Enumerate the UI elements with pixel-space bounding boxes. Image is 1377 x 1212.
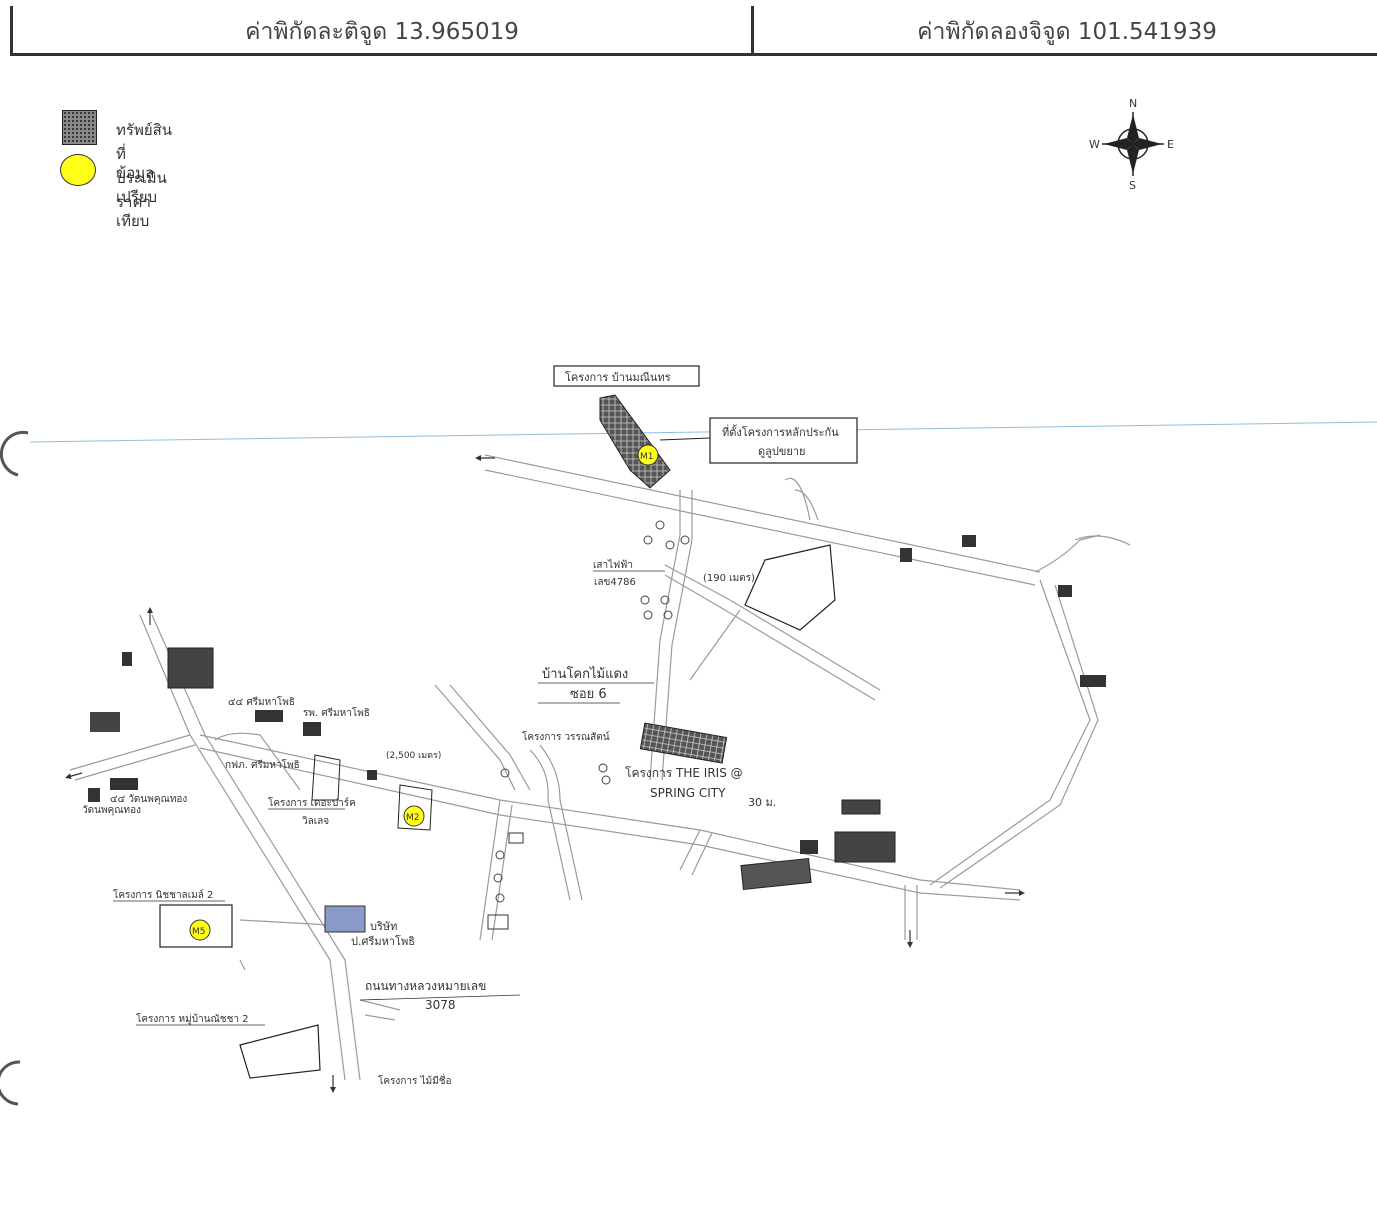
coordinates-header: ค่าพิกัดละติจูด 13.965019 ค่าพิกัดลองจิจ… (10, 6, 1377, 56)
distance-2: (2,500 เมตร) (386, 751, 441, 761)
soi-label-1: บ้านโคกไม้แดง (542, 666, 628, 682)
pole-label-2: เลข4786 (594, 577, 636, 588)
property-swatch-icon (62, 110, 97, 145)
collateral-line-1: ที่ตั้งโครงการหลักประกัน (722, 424, 839, 439)
parcel-park-outline (311, 754, 341, 801)
parcel-bottom-outline (239, 1024, 321, 1079)
compass-n: N (1129, 97, 1137, 110)
police-label: กฟภ. ศรีมหาโพธิ (225, 758, 300, 771)
binder-hole-top (0, 430, 29, 477)
project-m1-title: โครงการ บ้านมณีนทร (565, 370, 671, 384)
iris-label-2: SPRING CITY (650, 786, 726, 800)
company-label-2: ป.ศรีมหาโพธิ (351, 934, 415, 948)
dark-block-4 (167, 647, 214, 689)
soi-label-2: ซอย 6 (570, 687, 607, 702)
header-divider (751, 6, 754, 56)
compass-rose-icon: N S W E (1089, 97, 1174, 192)
dark-block-5 (90, 712, 120, 732)
distance-1: (190 เมตร) (703, 573, 755, 584)
project-m1-box (553, 365, 700, 387)
compass-w: W (1089, 138, 1100, 151)
project-park-2: วิลเลจ (302, 816, 330, 827)
parcel-m5-outline (159, 904, 233, 948)
landmark-dots (493, 520, 690, 903)
marker-m5: M5 (189, 919, 211, 941)
pole-label-1: เสาไฟฟ้า (593, 559, 633, 571)
legend-comparison-label: ข้อมูลเปรียบเทียบ (116, 164, 158, 230)
subject-property-icon (599, 394, 671, 489)
marker-m2: M2 (403, 805, 425, 827)
svg-text:M5: M5 (192, 927, 206, 937)
project-bottom-label: โครงการ หมู่บ้านณัชชา 2 (136, 1012, 249, 1025)
iris-project-block (639, 722, 728, 764)
svg-text:M2: M2 (406, 813, 420, 823)
highway-label-2: 3078 (425, 998, 456, 1012)
comparison-swatch-icon (60, 154, 96, 186)
collateral-box (709, 417, 858, 464)
dark-block-3 (740, 857, 812, 891)
wat-label-2: วัดนพคุณทอง (82, 805, 141, 816)
project-m5-label: โครงการ นิชชาลเมล์ 2 (113, 888, 213, 901)
kilometer-mark: 30 ม. (748, 796, 776, 809)
latitude-label: ค่าพิกัดละติจูด 13.965019 (245, 19, 519, 45)
parcel-m1-outline (744, 544, 836, 631)
building-icons (88, 535, 1106, 933)
legend-property-label: ทรัพย์สินที่ประเมินราคา (116, 121, 173, 211)
iris-label-1: โครงการ THE IRIS @ (625, 766, 743, 780)
compass-s: S (1129, 179, 1136, 192)
marker-m1: M1 (637, 444, 659, 466)
compass-e: E (1167, 138, 1174, 151)
collateral-line-2: ดูลูปขยาย (758, 445, 805, 458)
sasmahapho-1: ๔๔ ศรีมหาโพธิ (228, 695, 295, 708)
roads (69, 454, 1131, 1081)
project-park-1: โครงการ เดอะปาร์ค (268, 796, 356, 809)
direction-arrows (65, 455, 1025, 1093)
project-mimi-label: โครงการ ไม้มีชื่อ (378, 1073, 452, 1087)
longitude-label: ค่าพิกัดลองจิจูด 101.541939 (917, 19, 1217, 45)
parcel-m2-outline (397, 784, 433, 831)
project-wannasat: โครงการ วรรณสัตน์ (522, 730, 610, 743)
highway-label-1: ถนนทางหลวงหมายเลข (365, 979, 486, 993)
svg-text:M1: M1 (640, 452, 654, 462)
scan-line (29, 421, 1377, 443)
binder-hole-bottom (0, 1060, 21, 1106)
dark-block-2 (841, 799, 881, 815)
wat-label-1: ๔๔ วัดนพคุณทอง (110, 794, 187, 805)
company-label-1: บริษัท (370, 920, 397, 933)
dark-block-1 (834, 831, 896, 863)
sasmahapho-2: รพ. ศรีมหาโพธิ (303, 706, 370, 719)
